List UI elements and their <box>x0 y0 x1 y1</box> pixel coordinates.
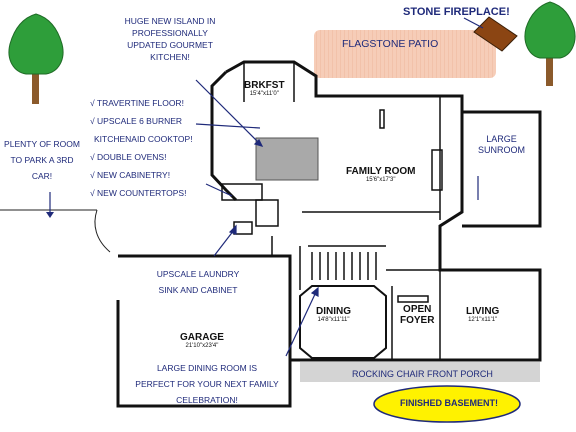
callout-arrows <box>195 79 479 357</box>
tree-left-icon <box>8 13 64 104</box>
feature-item: KITCHENAID COOKTOP! <box>94 134 193 144</box>
interior-walls <box>221 62 443 360</box>
flagstone-patio <box>314 30 496 78</box>
feature-item: √ TRAVERTINE FLOOR! <box>90 98 184 108</box>
fireplace-icon <box>473 16 518 52</box>
kitchen-features-list: √ TRAVERTINE FLOOR! √ UPSCALE 6 BURNER K… <box>90 94 193 202</box>
house-walls <box>116 60 542 408</box>
basement-label: FINISHED BASEMENT! <box>400 398 499 408</box>
feature-item: √ DOUBLE OVENS! <box>90 152 167 162</box>
driveway-outline <box>0 192 111 253</box>
tree-right-icon <box>524 1 576 86</box>
room-sunroom: LARGE SUNROOM <box>478 134 525 155</box>
laundry-callout: UPSCALE LAUNDRY SINK AND CABINET <box>156 269 240 295</box>
dining-callout: LARGE DINING ROOM IS PERFECT FOR YOUR NE… <box>135 363 279 405</box>
room-dining: DINING 14'8"x11'11" <box>316 306 351 323</box>
room-family: FAMILY ROOM 15'6"x17'3" <box>346 166 416 183</box>
room-garage: GARAGE 21'10"x23'4" <box>180 332 224 349</box>
feature-item: √ NEW COUNTERTOPS! <box>90 188 187 198</box>
porch-label: ROCKING CHAIR FRONT PORCH <box>352 369 493 379</box>
kitchen-island <box>255 137 319 181</box>
room-living: LIVING 12'1"x11'1" <box>466 306 500 323</box>
room-foyer: OPEN FOYER <box>400 304 435 326</box>
island-callout: HUGE NEW ISLAND IN PROFESSIONALLY UPDATE… <box>124 16 216 62</box>
feature-item: √ UPSCALE 6 BURNER <box>90 116 183 126</box>
feature-item: √ NEW CABINETRY! <box>90 170 171 180</box>
basement-badge <box>373 385 521 423</box>
patio-label: FLAGSTONE PATIO <box>342 38 439 50</box>
room-brkfst: BRKFST 15'4"x11'0" <box>244 80 285 97</box>
fireplace-arrow <box>463 17 484 29</box>
front-porch <box>300 362 540 382</box>
parking-callout: PLENTY OF ROOM TO PARK A 3RD CAR! <box>4 139 80 181</box>
fireplace-callout: STONE FIREPLACE! <box>403 6 510 18</box>
